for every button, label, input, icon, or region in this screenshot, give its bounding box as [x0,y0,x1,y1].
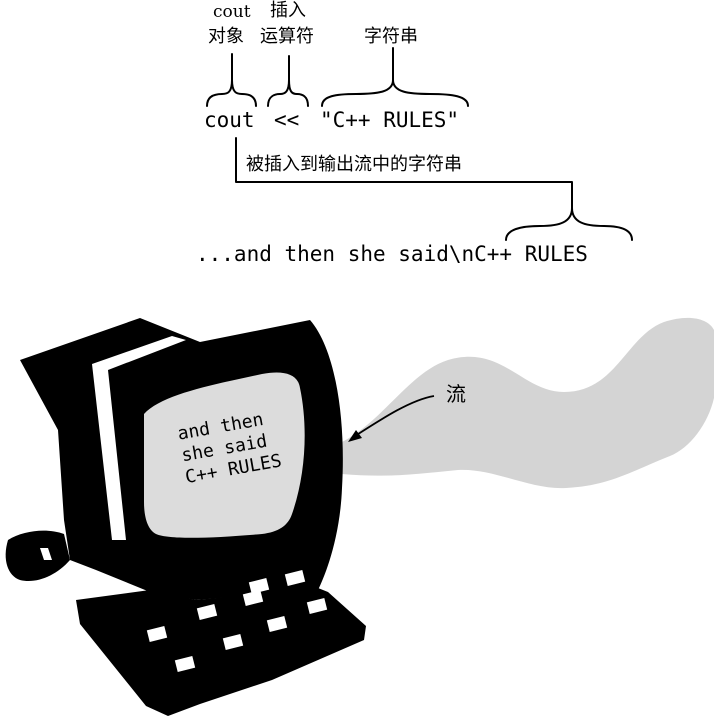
brace-output [505,207,633,241]
key [248,578,270,594]
monitor-stand [5,530,70,582]
brace-cout [206,79,257,107]
key [306,598,328,614]
brace-op [267,79,309,107]
label-insert: 插入 [270,0,306,21]
label-object: 对象 [208,26,244,47]
code-string: "C++ RULES" [320,108,460,132]
connector-inserted [235,137,573,209]
screen [144,372,305,538]
output-line: ...and then she said\nC++ RULES [196,242,588,266]
label-string: 字符串 [364,26,418,47]
keyboard [76,588,366,716]
label-stream: 流 [446,382,466,406]
computer [5,318,366,716]
label-operator: 运算符 [260,26,314,47]
code-operator: << [274,108,300,132]
bezel-stripe [92,336,186,540]
key [242,590,264,606]
stream-band [342,317,714,489]
code-cout: cout [204,108,255,132]
label-cout-small: cout [213,2,251,22]
key [222,634,244,650]
key [146,626,168,642]
brace-string [321,79,469,107]
key [196,604,218,620]
key [284,570,306,586]
key [174,656,196,672]
key [266,616,288,632]
caption-inserted: 被插入到输出流中的字符串 [246,154,462,175]
stream-arrow [351,395,435,439]
